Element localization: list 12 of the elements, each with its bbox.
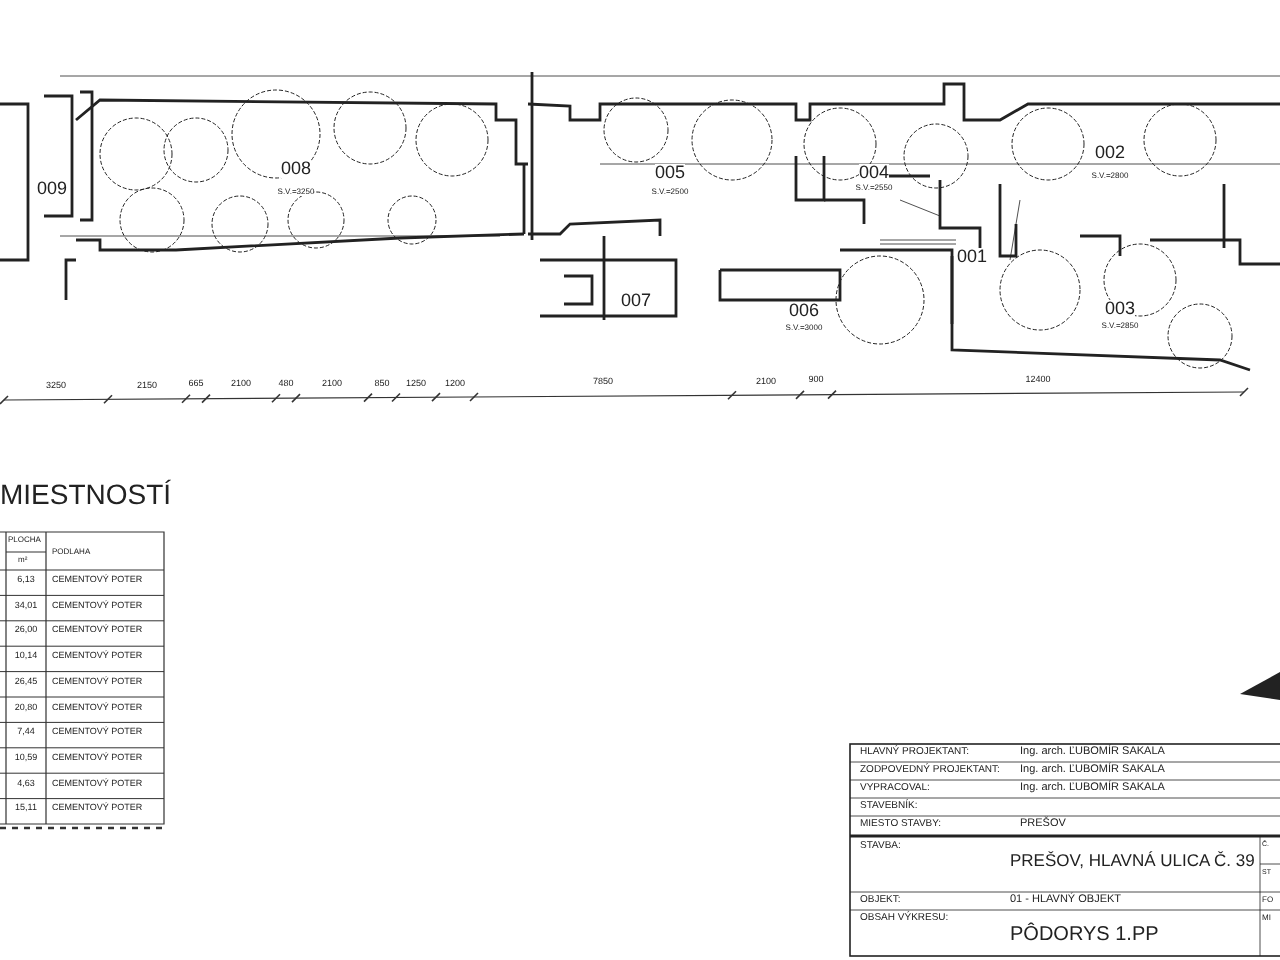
room-number: 003 bbox=[1104, 300, 1136, 318]
room-number: 002 bbox=[1094, 144, 1126, 162]
room-number: 009 bbox=[36, 180, 68, 198]
room-number: 006 bbox=[788, 302, 820, 320]
room-number: 001 bbox=[956, 248, 988, 266]
room-number: 007 bbox=[620, 292, 652, 310]
room-number: 008 bbox=[280, 160, 312, 178]
table-title: MIESTNOSTÍ bbox=[0, 480, 172, 508]
room-number: 004 bbox=[858, 164, 890, 182]
room-number: 005 bbox=[654, 164, 686, 182]
project-name: PREŠOV, HLAVNÁ ULICA Č. 39 bbox=[1010, 852, 1255, 869]
drawing-title: PÔDORYS 1.PP bbox=[1010, 926, 1159, 946]
